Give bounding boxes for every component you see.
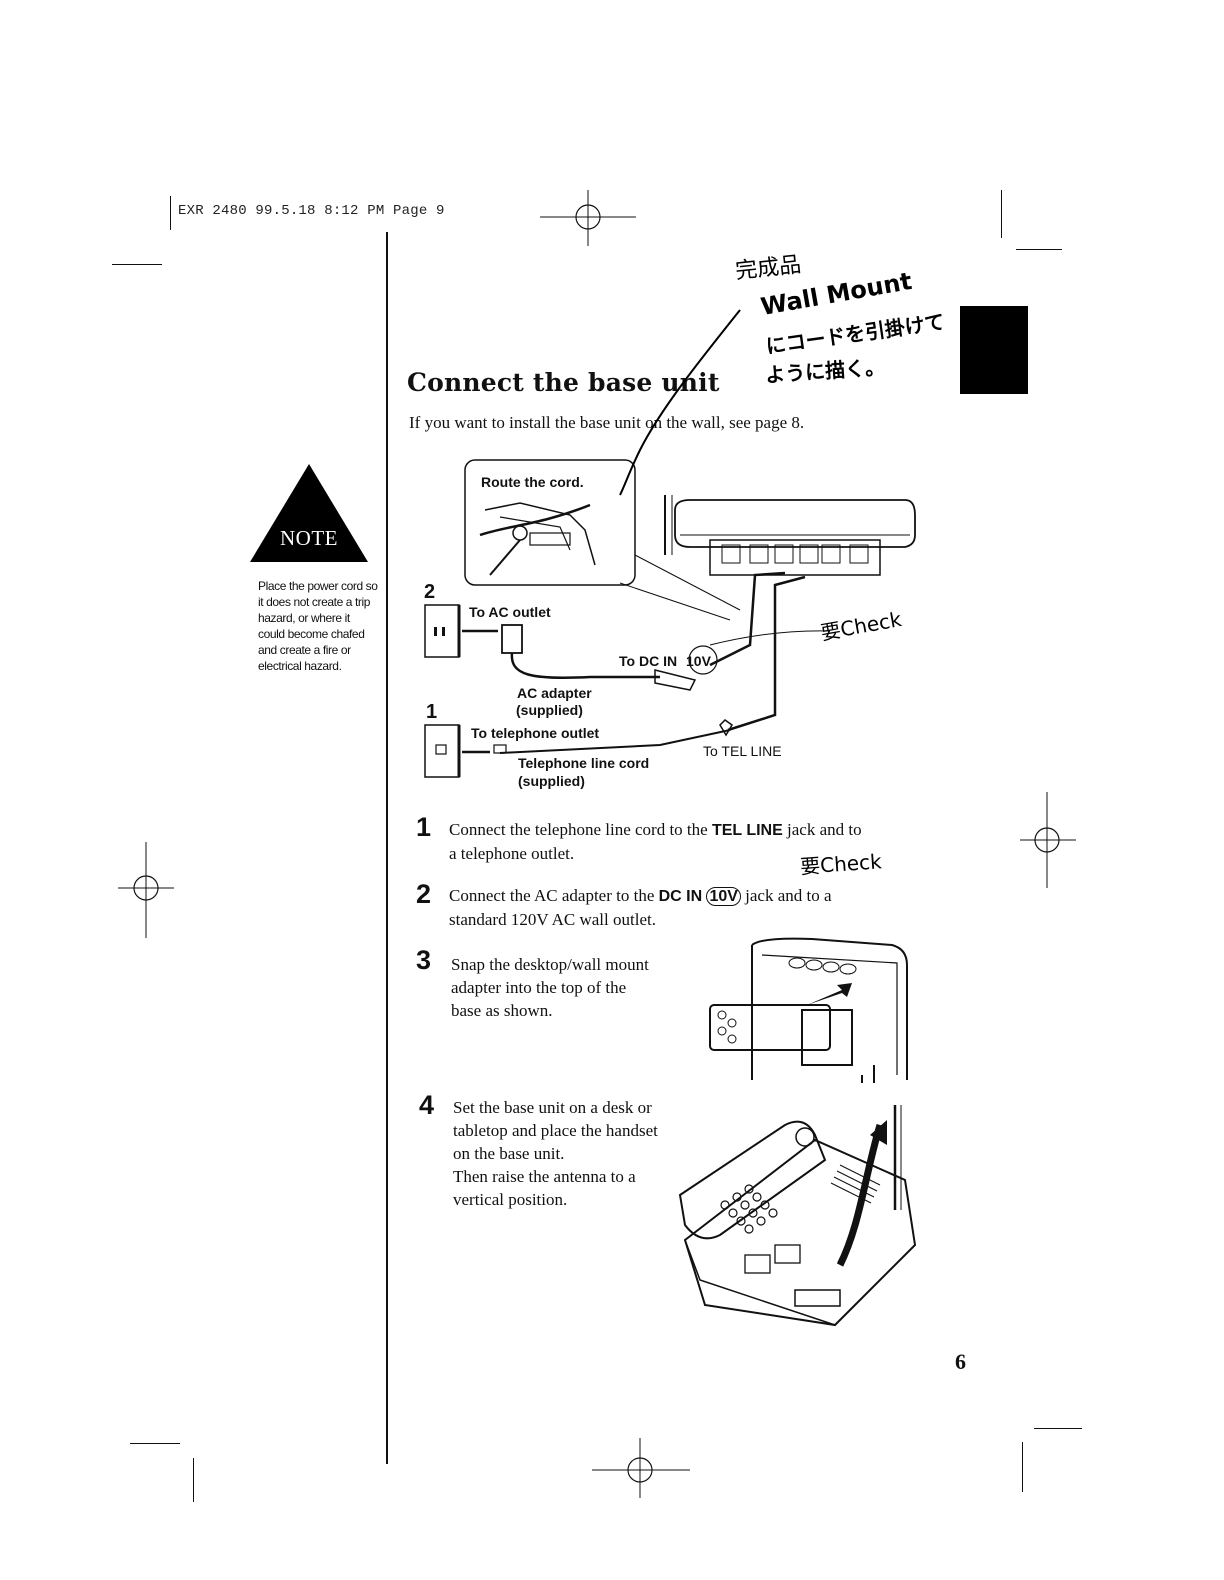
step-1-text: Connect the telephone line cord to the T… xyxy=(449,818,862,865)
handset xyxy=(678,1120,827,1240)
step-1-text-post: jack and to xyxy=(782,820,862,839)
handwritten-note-line1: 完成品 xyxy=(734,252,803,285)
step-1-number: 1 xyxy=(416,812,432,842)
section-title: Connect the base unit xyxy=(407,368,720,397)
ac-adapter-label: AC adapter xyxy=(517,685,592,701)
handwritten-pointer-line xyxy=(619,309,741,496)
step-4-number: 4 xyxy=(419,1090,435,1120)
telephone-outlet xyxy=(424,724,460,778)
phone-with-antenna-illustration xyxy=(678,1105,917,1327)
connection-diagram xyxy=(424,459,916,778)
diagram-num-1: 1 xyxy=(426,701,438,723)
route-cord-label: Route the cord. xyxy=(481,474,584,490)
to-tel-line-label: To TEL LINE xyxy=(703,743,782,759)
step-4-line: Set the base unit on a desk or xyxy=(453,1098,652,1117)
step-3-line: base as shown. xyxy=(451,1001,553,1020)
step-3-number: 3 xyxy=(416,945,432,975)
step-1-text-line2: a telephone outlet. xyxy=(449,844,575,863)
to-dc-in-label: To DC IN xyxy=(619,653,678,669)
ac-adapter-supplied-label: (supplied) xyxy=(516,702,583,718)
step-2-text-post: jack and to a xyxy=(740,886,832,905)
diagram-num-2: 2 xyxy=(424,581,436,603)
registration-mark-top xyxy=(540,190,636,246)
step-4-line: vertical position. xyxy=(453,1190,568,1209)
wall-mount-adapter-illustration xyxy=(709,937,908,1083)
crop-mark-top-right-v xyxy=(1001,190,1002,238)
step-3-line: adapter into the top of the xyxy=(451,978,627,997)
step-4-line: tabletop and place the handset xyxy=(453,1121,658,1140)
note-text: Place the power cord so it does not crea… xyxy=(258,579,378,673)
crop-mark-top-left-v xyxy=(170,196,171,230)
registration-mark-bottom xyxy=(592,1438,690,1498)
page-number: 6 xyxy=(955,1349,966,1374)
to-telephone-outlet-label: To telephone outlet xyxy=(471,725,600,741)
telephone-line-cord-label: Telephone line cord xyxy=(518,755,650,771)
note-badge-label: NOTE xyxy=(280,526,338,550)
registration-mark-left xyxy=(118,842,174,938)
crop-mark-top-left-h xyxy=(112,264,162,265)
step-2-text-pre: Connect the AC adapter to the xyxy=(449,886,659,905)
to-ac-outlet-label: To AC outlet xyxy=(469,604,551,620)
step-2-text-bold: DC IN xyxy=(658,888,703,905)
dc-in-voltage-label: 10V xyxy=(686,653,711,669)
telephone-line-cord-supplied-label: (supplied) xyxy=(518,773,585,789)
note-warning-icon xyxy=(250,464,368,562)
step-1-text-pre: Connect the telephone line cord to the xyxy=(449,820,712,839)
crop-mark-bottom-right-v xyxy=(1022,1442,1023,1492)
step-2-number: 2 xyxy=(416,879,432,909)
step-2-text-voltage: 10V xyxy=(706,887,741,906)
step-4-line: Then raise the antenna to a xyxy=(453,1167,636,1186)
step-4-line: on the base unit. xyxy=(453,1144,565,1163)
step-2-text-line2: standard 120V AC wall outlet. xyxy=(449,910,656,929)
registration-mark-right xyxy=(1020,792,1076,888)
crop-mark-bottom-left-h xyxy=(130,1443,180,1444)
step-4-text: Set the base unit on a desk or tabletop … xyxy=(453,1096,658,1211)
step-2-text: Connect the AC adapter to the DC IN 10V … xyxy=(449,884,832,931)
crop-mark-bottom-right-h xyxy=(1034,1428,1082,1429)
base-unit-body xyxy=(674,499,916,548)
crop-mark-top-right-h xyxy=(1016,249,1062,250)
crop-mark-bottom-left-v xyxy=(193,1458,194,1502)
step-3-line: Snap the desktop/wall mount xyxy=(451,955,649,974)
step-1-text-bold: TEL LINE xyxy=(711,822,783,839)
route-cord-inset xyxy=(464,459,636,586)
column-divider xyxy=(386,232,388,1464)
print-slug: EXR 2480 99.5.18 8:12 PM Page 9 xyxy=(178,203,445,219)
section-tab-block xyxy=(960,306,1028,394)
section-intro: If you want to install the base unit on … xyxy=(409,413,805,432)
step-3-text: Snap the desktop/wall mount adapter into… xyxy=(451,953,649,1022)
